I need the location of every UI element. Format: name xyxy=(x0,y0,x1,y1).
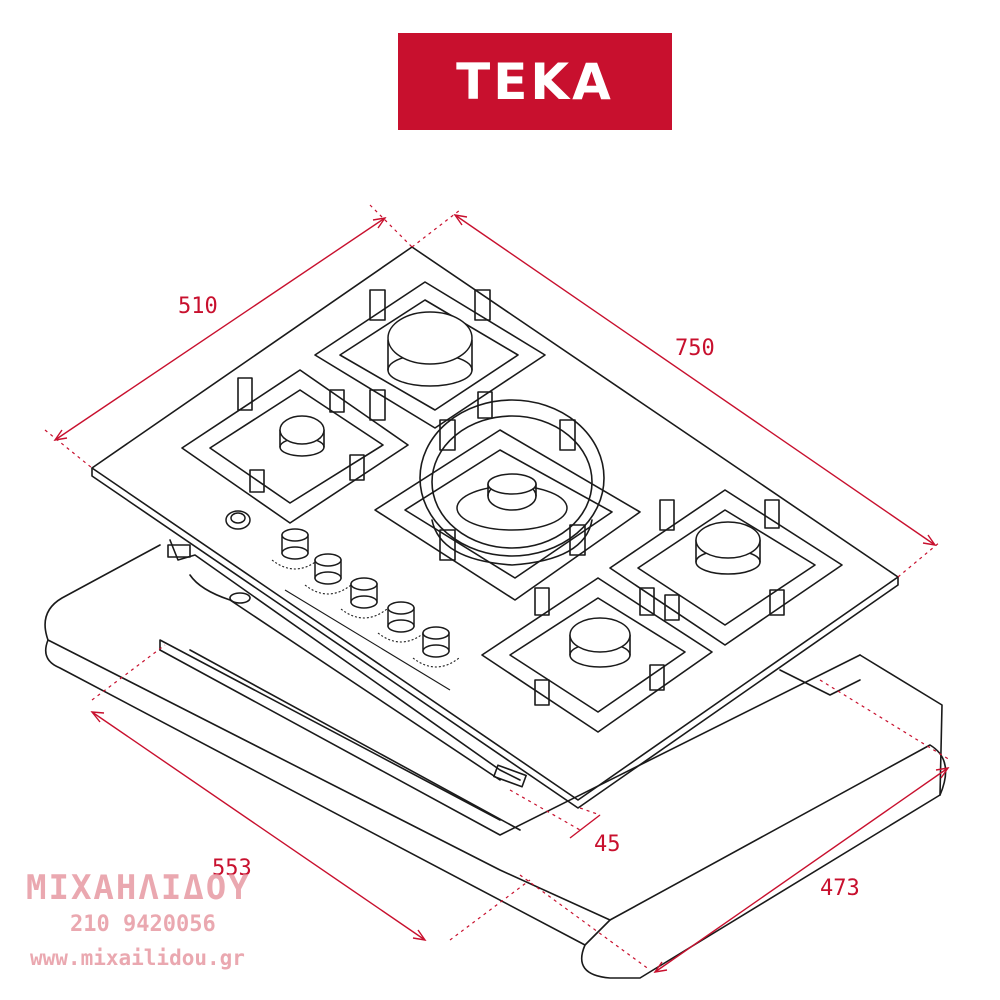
control-knobs xyxy=(271,528,460,691)
dimension-lines xyxy=(44,204,951,973)
wok-burner-center xyxy=(374,399,641,601)
control-knob xyxy=(271,528,319,570)
brand-name: TEKA xyxy=(456,52,614,111)
dimension-750: 750 xyxy=(675,336,715,361)
ignition-button xyxy=(225,510,251,530)
control-knob xyxy=(304,553,352,595)
control-knob xyxy=(412,626,460,668)
dim-line-553 xyxy=(91,711,426,941)
countertop-outline xyxy=(44,544,947,979)
dim-line-473 xyxy=(654,767,949,973)
brand-logo: TEKA xyxy=(398,33,672,130)
watermark-name: ΜΙΧΑΗΛΙΔΟΥ xyxy=(26,868,251,908)
control-knob xyxy=(340,577,388,619)
dimension-45: 45 xyxy=(594,832,621,857)
watermark-phone: 210 9420056 xyxy=(70,912,216,937)
dim-line-750 xyxy=(454,214,936,546)
dim-line-510 xyxy=(54,217,386,441)
watermark-website: www.mixailidou.gr xyxy=(30,946,245,970)
burner-left xyxy=(181,369,409,524)
dimension-553: 553 xyxy=(212,856,252,881)
dimension-510: 510 xyxy=(178,294,218,319)
burner-front xyxy=(481,577,713,733)
dimension-473: 473 xyxy=(820,876,860,901)
control-knob xyxy=(377,601,425,643)
dim-line-45 xyxy=(569,814,601,839)
burner-right xyxy=(609,489,843,646)
burner-back-left xyxy=(314,281,546,429)
